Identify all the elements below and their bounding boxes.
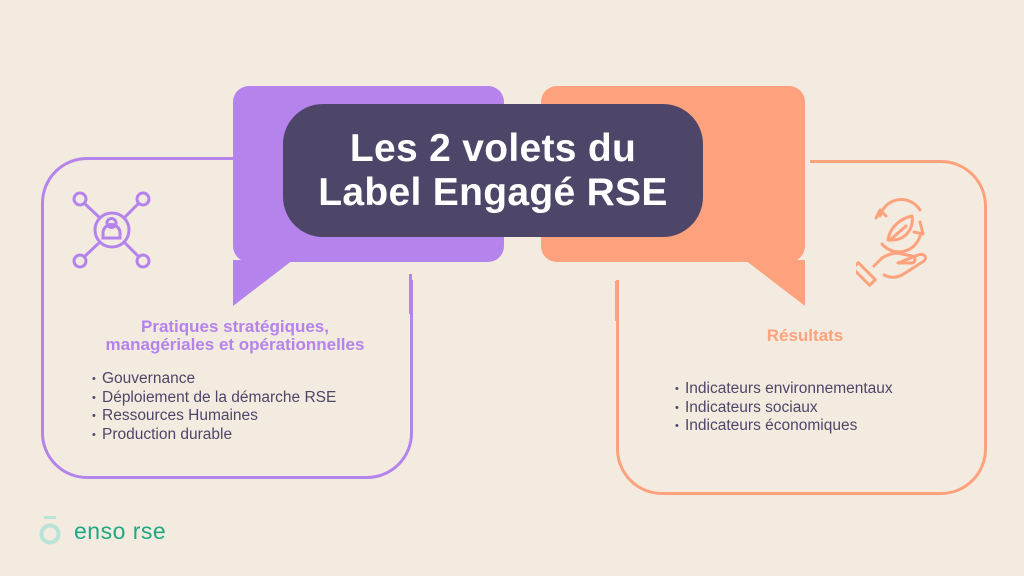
spacer <box>41 156 241 159</box>
orange-bubble-tail <box>745 260 805 306</box>
left-heading-line-2: managériales et opérationnelles <box>105 335 365 354</box>
hand-leaf-recycle-icon <box>856 198 928 287</box>
left-heading-line-1: Pratiques stratégiques, <box>140 317 329 336</box>
left-heading: Pratiques stratégiques, managériales et … <box>60 318 410 354</box>
list-item: Ressources Humaines <box>92 407 362 426</box>
left-connector-line <box>409 274 412 314</box>
network-person-icon <box>72 191 151 269</box>
list-item: Indicateurs sociaux <box>675 399 975 418</box>
list-item: Indicateurs économiques <box>675 417 975 436</box>
title-box: Les 2 volets du Label Engagé RSE <box>283 104 703 237</box>
list-item: Gouvernance <box>92 370 362 389</box>
list-item: Déploiement de la démarche RSE <box>92 389 352 408</box>
right-connector-line <box>615 281 618 321</box>
title-line-1: Les 2 volets du <box>349 126 637 170</box>
left-list: Gouvernance Déploiement de la démarche R… <box>92 370 362 444</box>
logo-text: enso rse <box>74 517 167 544</box>
right-heading: Résultats <box>766 326 844 345</box>
enso-logo-icon <box>39 516 61 545</box>
list-item: Indicateurs environnementaux <box>675 380 975 399</box>
enso-rse-logo: enso rse <box>38 515 166 547</box>
title-line-2: Label Engagé RSE <box>318 170 668 214</box>
right-list: Indicateurs environnementaux Indicateurs… <box>675 380 975 436</box>
left-panel-frame <box>41 157 413 479</box>
list-item: Production durable <box>92 426 362 445</box>
purple-bubble-tail <box>233 260 293 306</box>
